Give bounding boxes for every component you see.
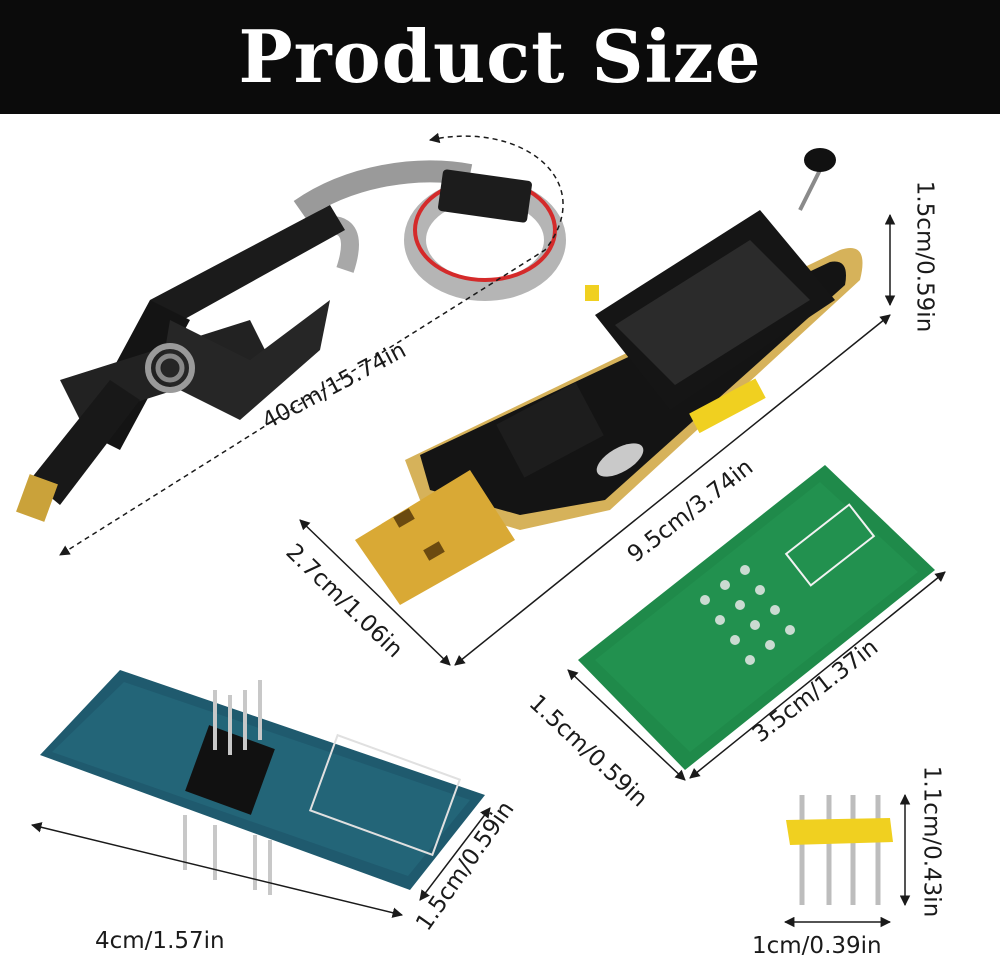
blue-length-line — [30, 822, 404, 918]
blue-adapter — [40, 670, 485, 895]
programmer-length-line — [454, 314, 891, 666]
programmer-height-label: 1.5cm/0.59in — [911, 180, 938, 333]
dimension-lines — [30, 132, 946, 928]
product-illustration — [16, 132, 946, 928]
clip-body — [16, 205, 345, 522]
green-width-line — [567, 669, 686, 781]
cable-dim-line — [59, 132, 564, 556]
programmer-width-line — [299, 519, 451, 666]
pin-header — [786, 795, 893, 905]
pin-height-label: 1.1cm/0.43in — [918, 765, 945, 918]
title-banner: Product Size — [0, 0, 1000, 114]
green-length-line — [689, 571, 946, 779]
blue-length-label: 4cm/1.57in — [95, 928, 225, 954]
pin-width-label: 1cm/0.39in — [752, 933, 882, 959]
blue-width-line — [419, 807, 491, 901]
page-title: Product Size — [238, 14, 762, 99]
